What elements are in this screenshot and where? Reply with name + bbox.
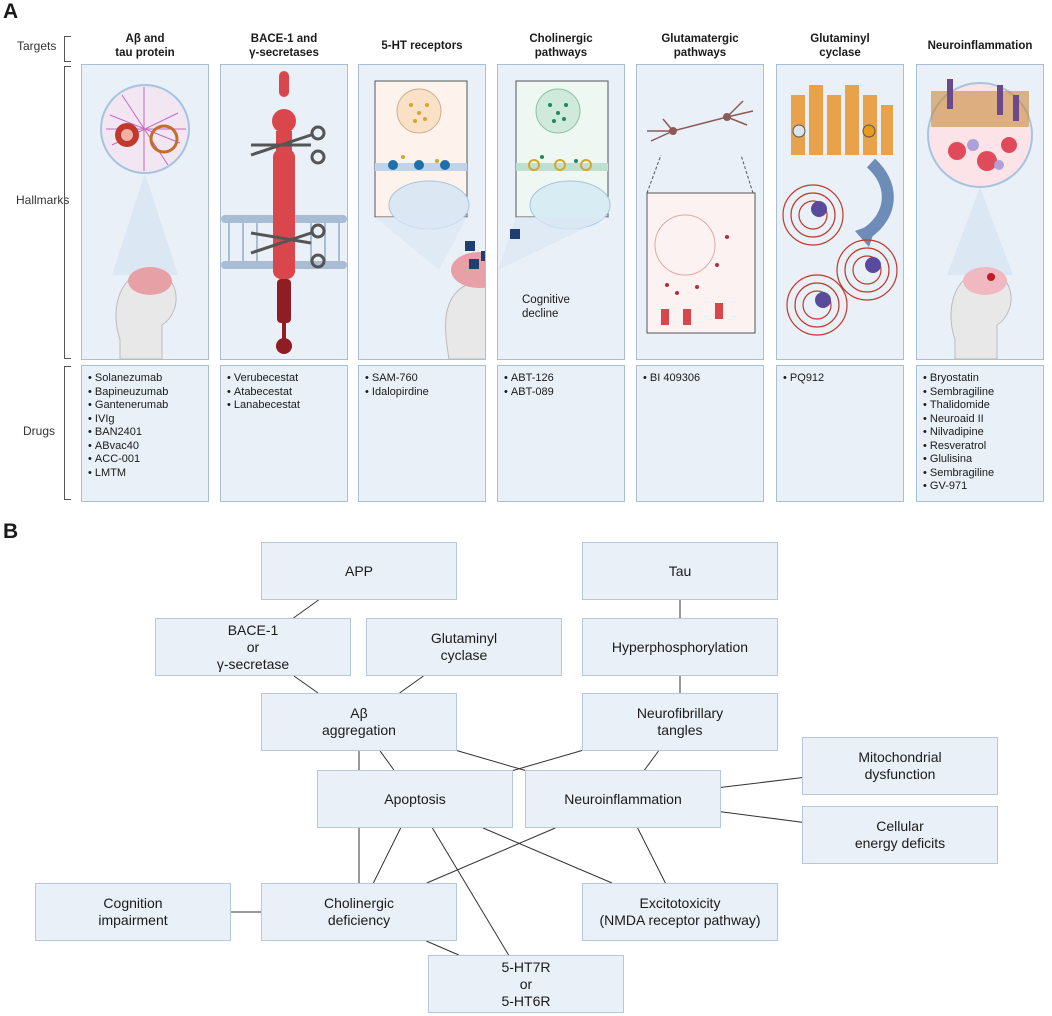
edge-cholin-ht7 [426,940,459,956]
drug-item: ABT-089 [504,386,624,400]
hallmarks-bracket [64,66,71,359]
edge-nft-neuroinfl [644,750,659,771]
node-5ht7r-5ht6r: 5-HT7R or 5-HT6R [428,955,624,1013]
edge-abagg-neuroinfl [456,750,526,771]
drug-item: Nilvadipine [923,426,1043,440]
row-label-drugs: Drugs [23,424,56,438]
drug-item: GV-971 [923,480,1043,494]
targets-bracket [64,36,71,62]
drug-item: SAM-760 [365,372,485,386]
edge-neuroinfl-energy [720,811,803,823]
panel-b-letter: B [3,520,19,543]
node-abeta-aggregation: Aβ aggregation [261,693,457,751]
edge-neuroinfl-excito [637,827,666,884]
drug-item: ABT-126 [504,372,624,386]
drug-item: Sembragiline [923,467,1043,481]
node-app: APP [261,542,457,600]
hallmark-cholinergic: Cognitive decline [497,64,625,360]
drug-item: BAN2401 [88,426,208,440]
panel-a-letter: A [3,0,19,23]
col-head-cholinergic: Cholinergic pathways [529,33,593,59]
drug-item: Idalopirdine [365,386,485,400]
node-cholinergic-deficiency: Cholinergic deficiency [261,883,457,941]
drug-item: Glulisina [923,453,1043,467]
node-neuroinflammation: Neuroinflammation [525,770,721,828]
node-tau: Tau [582,542,778,600]
drugs-glutamatergic: BI 409306 [636,365,764,502]
edge-abagg-apoptosis [379,750,395,771]
edge-apoptosis-cholin [372,827,402,884]
node-hyperphosphorylation: Hyperphosphorylation [582,618,778,676]
drugs-cholinergic: ABT-126ABT-089 [497,365,625,502]
drug-item: BI 409306 [643,372,763,386]
drug-item: Bapineuzumab [88,386,208,400]
drug-item: ACC-001 [88,453,208,467]
edge-bace-abagg [293,675,319,694]
col-head-glutamatergic: Glutamatergic pathways [661,33,739,59]
node-mitochondrial-dysfunction: Mitochondrial dysfunction [802,737,998,795]
edge-apoptosis-excito [482,827,613,884]
hallmark-bace [220,64,348,360]
cholinergic-illustration [498,80,611,270]
drug-item: LMTM [88,467,208,481]
edge-apoptosis-ht7 [431,827,510,956]
drug-item: IVIg [88,413,208,427]
drug-item: Verubecestat [227,372,347,386]
node-neurofibrillary-tangles: Neurofibrillary tangles [582,693,778,751]
col-head-glutaminyl: Glutaminyl cyclase [810,33,870,59]
col-head-5ht: 5-HT receptors [381,40,463,52]
hallmark-glutaminyl [776,64,904,360]
drugs-bracket [64,366,71,500]
drug-item: ABvac40 [88,440,208,454]
drug-item: Bryostatin [923,372,1043,386]
edge-nft-apoptosis [512,749,583,772]
cognitive-decline-label: Cognitive decline [522,294,570,320]
drug-item: Lanabecestat [227,399,347,413]
edge-glutaminyl-abagg [399,675,424,694]
drugs-neuroinflammation: BryostatinSembragilineThalidomideNeuroai… [916,365,1044,502]
drugs-bace: VerubecestatAtabecestatLanabecestat [220,365,348,502]
neuroinflammation-illustration [927,79,1033,359]
bace-secretase-illustration [221,71,347,354]
node-apoptosis: Apoptosis [317,770,513,828]
drug-item: Solanezumab [88,372,208,386]
col-head-bace: BACE-1 and γ-secretases [249,33,319,59]
drug-item: PQ912 [783,372,903,386]
glutamatergic-illustration [646,100,756,334]
drug-item: Sembragiline [923,386,1043,400]
drugs-glutaminyl: PQ912 [776,365,904,502]
node-cognition-impairment: Cognition impairment [35,883,231,941]
5ht-receptor-illustration [374,80,485,359]
edge-neuroinfl-cholin [426,827,556,884]
abeta-tau-illustration [100,84,190,359]
glutaminyl-cyclase-illustration [782,85,898,336]
row-label-hallmarks: Hallmarks [16,193,70,207]
drug-item: Gantenerumab [88,399,208,413]
drug-item: Thalidomide [923,399,1043,413]
edge-neuroinfl-mito [720,777,803,788]
hallmark-abeta-tau [81,64,209,360]
node-glutaminyl: Glutaminyl cyclase [366,618,562,676]
drug-item: Atabecestat [227,386,347,400]
edge-app-bace [293,599,319,619]
drugs-5ht: SAM-760Idalopirdine [358,365,486,502]
col-head-neuroinflammation: Neuroinflammation [927,40,1033,52]
hallmark-glutamatergic [636,64,764,360]
node-cellular-energy-deficits: Cellular energy deficits [802,806,998,864]
node-excitotoxicity: Excitotoxicity (NMDA receptor pathway) [582,883,778,941]
hallmark-5ht [358,64,486,360]
col-head-abeta-tau: Aβ and tau protein [115,33,175,59]
hallmark-neuroinflammation [916,64,1044,360]
drug-item: Resveratrol [923,440,1043,454]
row-label-targets: Targets [17,39,57,53]
drug-item: Neuroaid II [923,413,1043,427]
node-bace: BACE-1 or γ-secretase [155,618,351,676]
drugs-abeta-tau: SolanezumabBapineuzumabGantenerumabIVIgB… [81,365,209,502]
